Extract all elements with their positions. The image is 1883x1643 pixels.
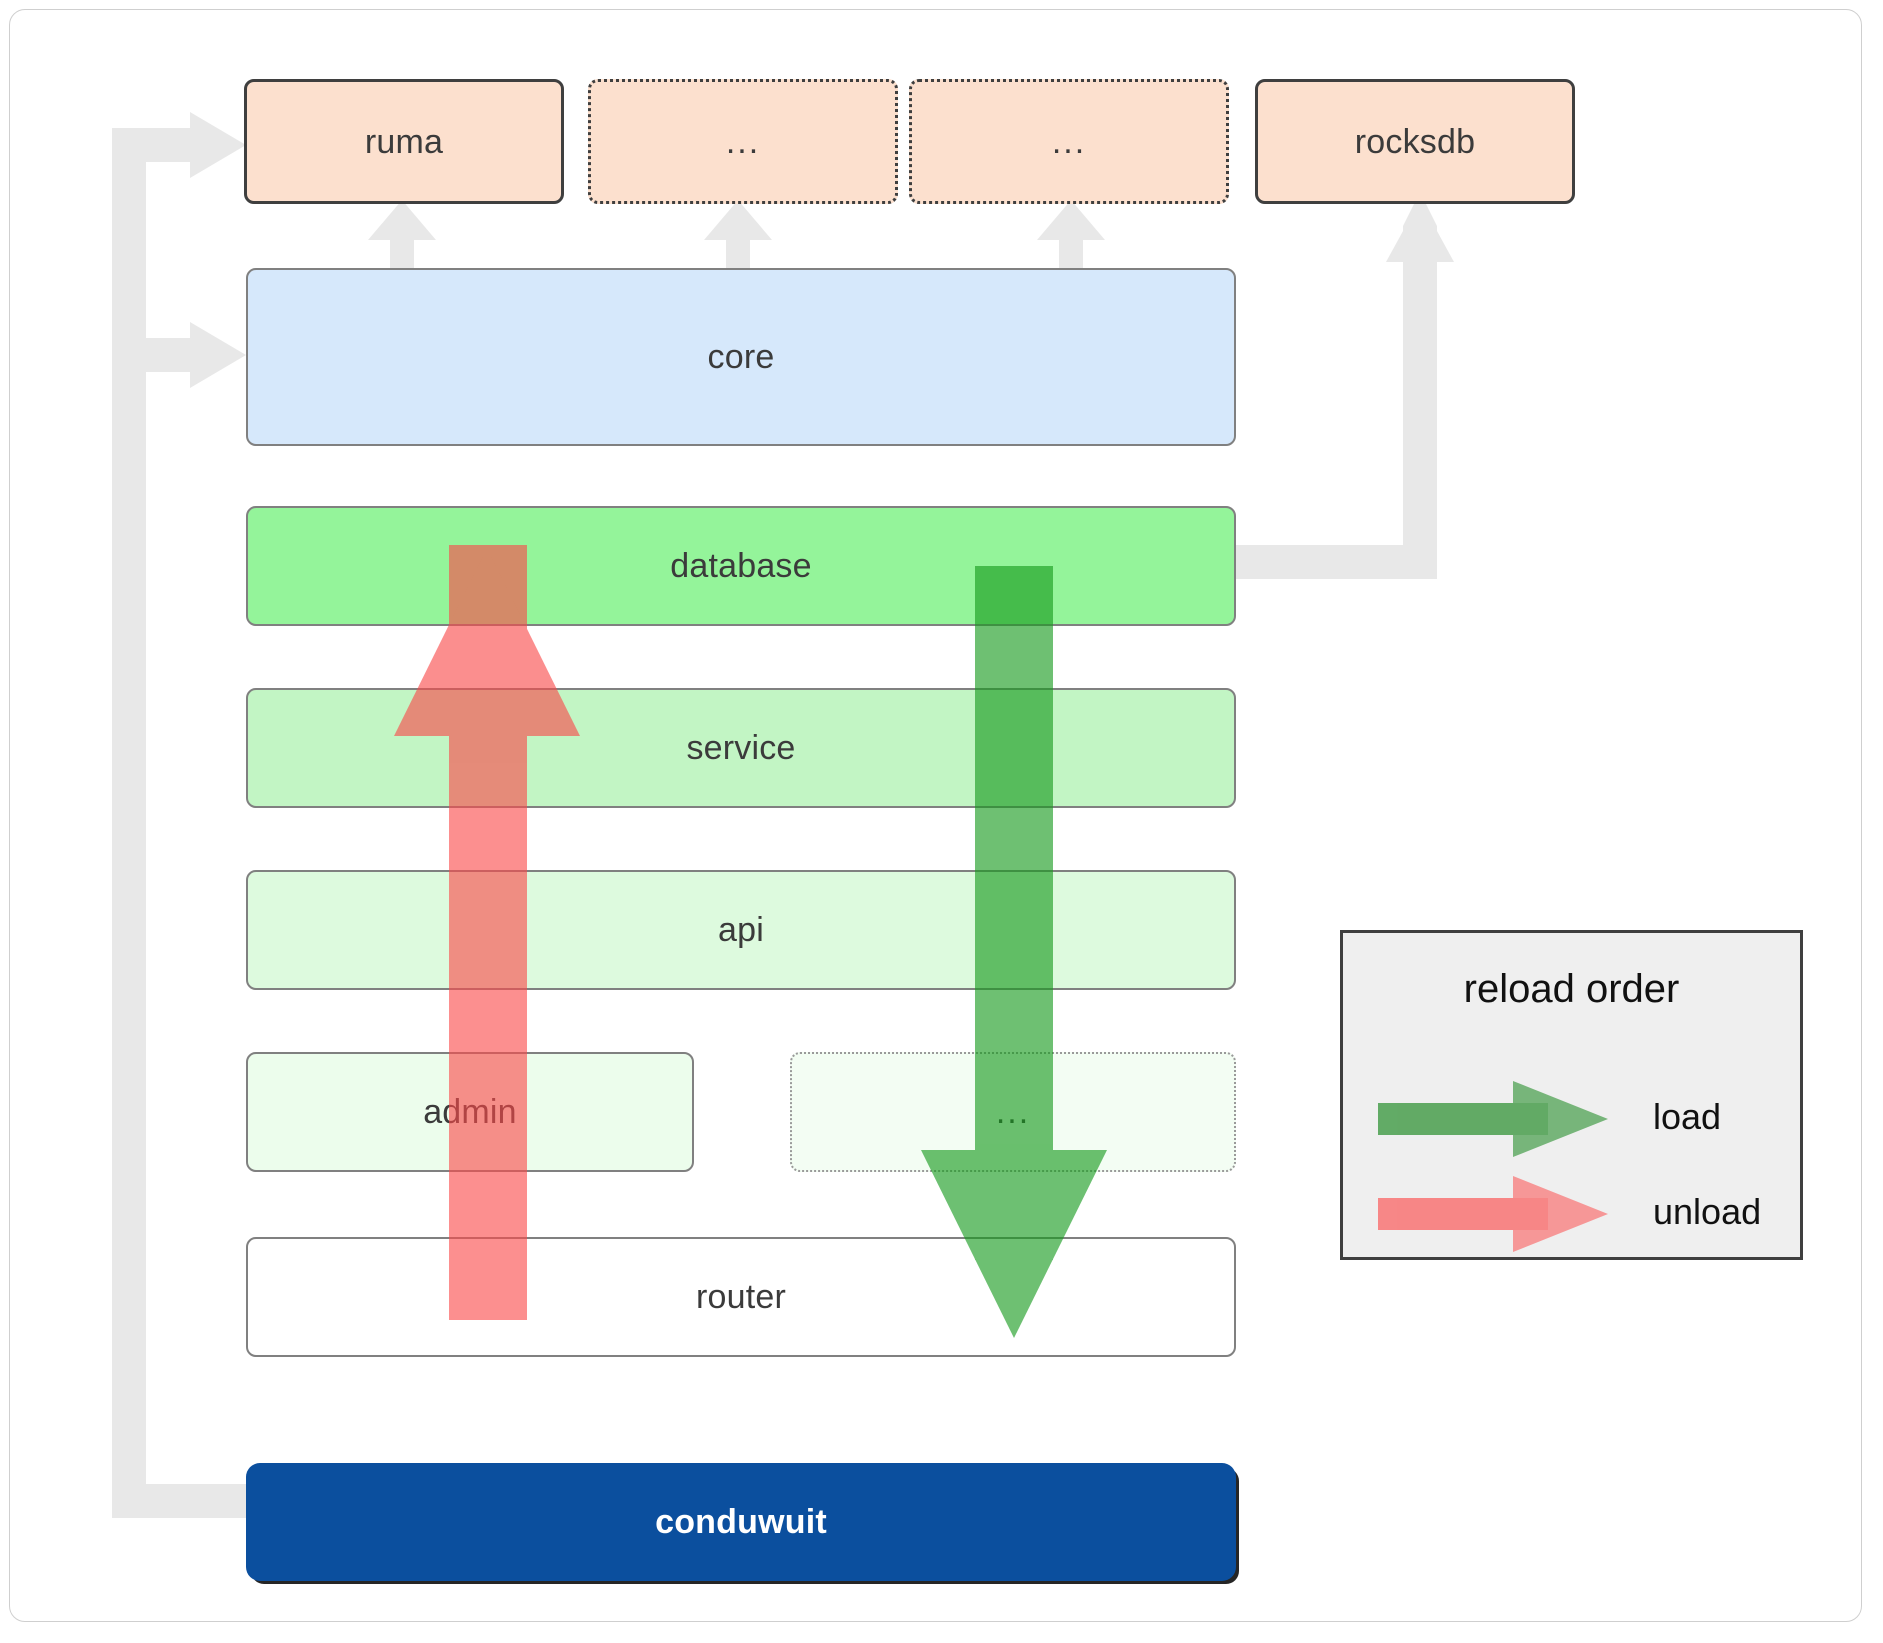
node-conduwuit-label: conduwuit: [655, 1503, 827, 1541]
node-ellipsis-a[interactable]: ...: [588, 79, 898, 204]
connector-arrowhead-rocksdb: [1386, 200, 1454, 262]
node-ellipsis-b[interactable]: ...: [909, 79, 1229, 204]
node-ellipsis-b-label: ...: [1051, 122, 1087, 161]
legend-load-label: load: [1653, 1096, 1722, 1137]
connector-branch-core: [112, 338, 202, 372]
node-service-label: service: [686, 729, 796, 767]
node-rocksdb[interactable]: rocksdb: [1255, 79, 1575, 204]
node-database[interactable]: database: [246, 506, 1236, 626]
connector-core-to-deps: [368, 200, 1105, 282]
legend-panel: reload order load unload: [1340, 930, 1803, 1260]
unload-flow-arrow: [394, 545, 580, 1320]
node-core[interactable]: core: [246, 268, 1236, 446]
node-api[interactable]: api: [246, 870, 1236, 990]
legend-load-arrow: [1378, 1081, 1608, 1157]
legend-unload-arrow: [1378, 1176, 1608, 1252]
connector-arrowhead-core: [190, 322, 246, 388]
connector-branch-ruma: [112, 128, 202, 162]
node-rocksdb-label: rocksdb: [1354, 122, 1476, 161]
connector-arrowhead-ruma: [190, 112, 246, 178]
node-ellipsis-a-label: ...: [725, 122, 761, 161]
connector-conduwuit-stub: [112, 1484, 252, 1518]
node-conduwuit[interactable]: conduwuit: [246, 1463, 1236, 1581]
node-ruma[interactable]: ruma: [244, 79, 564, 204]
legend-title: reload order: [1463, 967, 1680, 1011]
load-flow-arrow: [921, 566, 1107, 1338]
node-core-label: core: [707, 338, 775, 376]
node-api-label: api: [718, 911, 764, 949]
node-database-label: database: [670, 547, 812, 585]
connector-rocksdb-vertical: [1403, 226, 1437, 579]
node-ruma-label: ruma: [364, 122, 444, 161]
node-router[interactable]: router: [246, 1237, 1236, 1357]
node-router-label: router: [695, 1278, 787, 1316]
legend-unload-label: unload: [1653, 1191, 1762, 1232]
